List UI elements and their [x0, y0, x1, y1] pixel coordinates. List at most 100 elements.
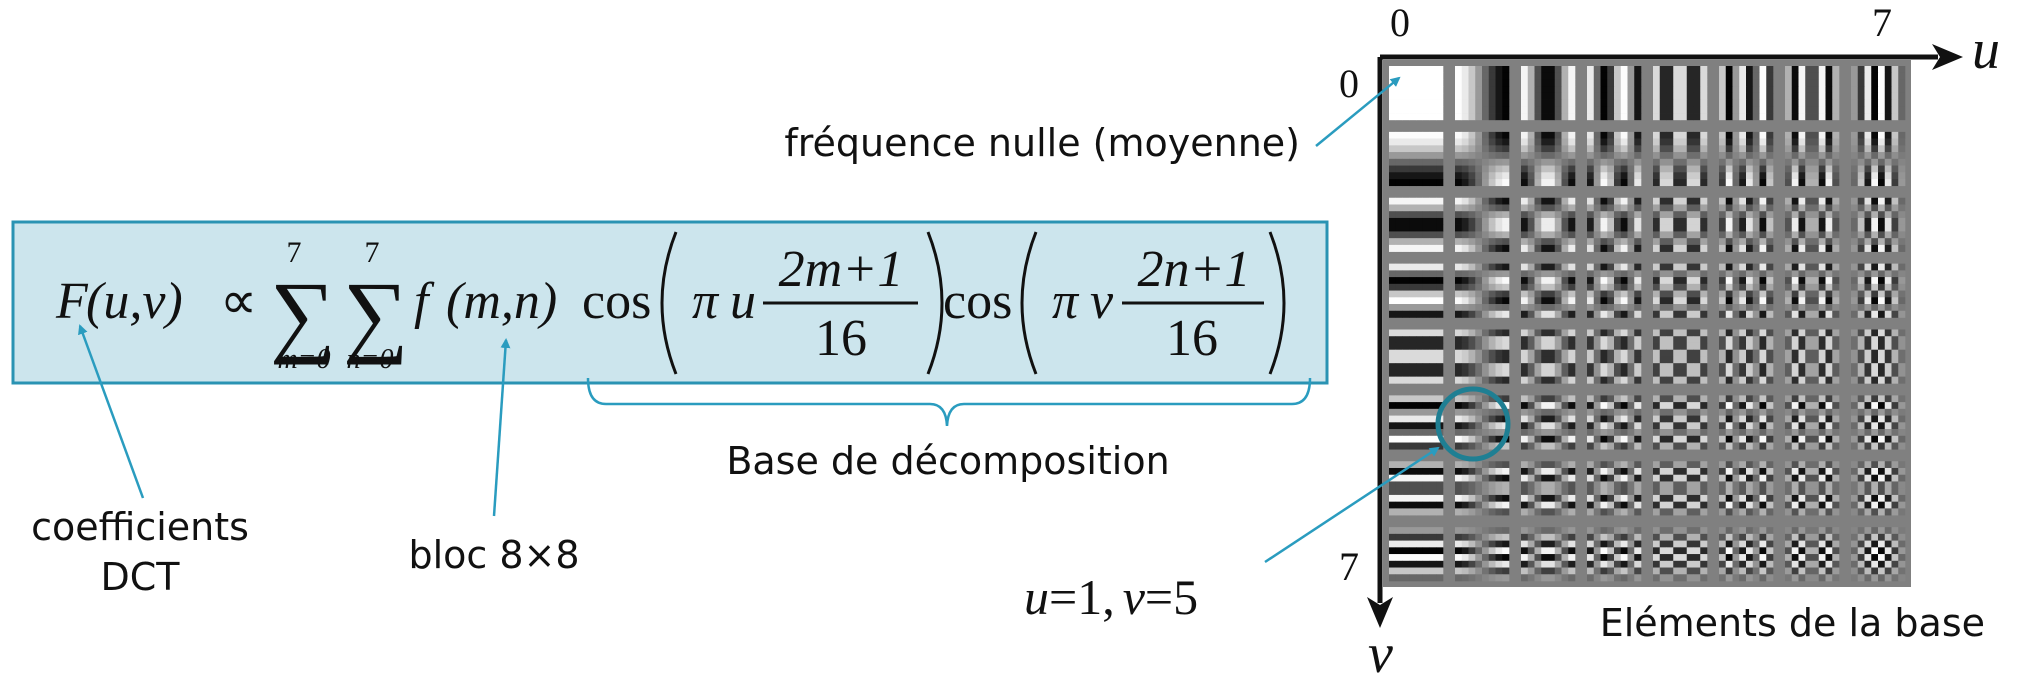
basis-pixel [1752, 329, 1760, 337]
basis-pixel [1653, 217, 1661, 225]
basis-pixel [1482, 263, 1490, 271]
basis-element-u6-v6 [1785, 461, 1840, 516]
basis-pixel [1455, 567, 1463, 575]
basis-pixel [1389, 92, 1397, 100]
basis-pixel [1482, 238, 1490, 246]
basis-pixel [1475, 567, 1483, 575]
basis-pixel [1429, 304, 1437, 312]
basis-pixel [1488, 547, 1496, 555]
basis-pixel [1587, 263, 1595, 271]
basis-pixel [1791, 461, 1799, 469]
basis-pixel [1409, 106, 1417, 114]
basis-pixel [1832, 217, 1840, 225]
basis-pixel [1475, 79, 1483, 87]
coefficients-arrow [78, 324, 145, 499]
basis-pixel [1541, 442, 1549, 450]
basis-pixel [1482, 138, 1490, 146]
basis-pixel [1851, 211, 1859, 219]
basis-pixel [1587, 342, 1595, 350]
basis-pixel [1436, 488, 1444, 496]
basis-pixel [1541, 560, 1549, 568]
basis-pixel [1686, 527, 1694, 535]
basis-pixel [1461, 79, 1469, 87]
basis-pixel [1812, 152, 1820, 160]
basis-pixel [1521, 277, 1529, 285]
basis-pixel [1402, 172, 1410, 180]
basis-pixel [1416, 336, 1424, 344]
basis-pixel [1719, 508, 1727, 516]
basis-pixel [1521, 238, 1529, 246]
basis-pixel [1389, 113, 1397, 121]
basis-pixel [1468, 442, 1476, 450]
basis-pixel [1468, 113, 1476, 121]
basis-pixel [1548, 165, 1556, 173]
basis-pixel [1402, 560, 1410, 568]
basis-pixel [1739, 99, 1747, 107]
basis-pixel [1593, 211, 1601, 219]
basis-pixel [1832, 435, 1840, 443]
basis-pixel [1752, 508, 1760, 516]
basis-pixel [1495, 211, 1503, 219]
basis-pixel [1759, 224, 1767, 232]
basis-pixel [1389, 217, 1397, 225]
basis-pixel [1884, 99, 1892, 107]
basis-pixel [1416, 481, 1424, 489]
basis-pixel [1627, 131, 1635, 139]
basis-pixel [1593, 560, 1601, 568]
basis-pixel [1798, 342, 1806, 350]
basis-pixel [1548, 172, 1556, 180]
basis-pixel [1389, 547, 1397, 555]
basis-pixel [1851, 310, 1859, 318]
basis-pixel [1389, 442, 1397, 450]
basis-pixel [1825, 270, 1833, 278]
basis-pixel [1693, 179, 1701, 187]
basis-pixel [1825, 224, 1833, 232]
basis-pixel [1832, 86, 1840, 94]
basis-pixel [1857, 422, 1865, 430]
basis-pixel [1395, 501, 1403, 509]
basis-pixel [1666, 356, 1674, 364]
basis-pixel [1659, 336, 1667, 344]
basis-pixel [1759, 283, 1767, 291]
formula-lhs: F [55, 273, 89, 330]
basis-pixel [1548, 508, 1556, 516]
basis-pixel [1600, 72, 1608, 80]
basis-pixel [1659, 79, 1667, 87]
basis-pixel [1620, 244, 1628, 252]
basis-pixel [1766, 501, 1774, 509]
basis-pixel [1436, 238, 1444, 246]
basis-pixel [1468, 270, 1476, 278]
basis-pixel [1468, 369, 1476, 377]
basis-pixel [1614, 567, 1622, 575]
basis-pixel [1825, 501, 1833, 509]
basis-pixel [1805, 277, 1813, 285]
basis-pixel [1521, 408, 1529, 416]
basis-pixel [1600, 165, 1608, 173]
basis-pixel [1805, 527, 1813, 535]
basis-pixel [1488, 145, 1496, 153]
basis-pixel [1739, 540, 1747, 548]
basis-pixel [1422, 106, 1430, 114]
basis-pixel [1680, 481, 1688, 489]
basis-pixel [1495, 508, 1503, 516]
basis-pixel [1653, 474, 1661, 482]
basis-pixel [1818, 106, 1826, 114]
basis-pixel [1561, 224, 1569, 232]
basis-pixel [1541, 329, 1549, 337]
basis-pixel [1805, 336, 1813, 344]
basis-pixel [1700, 113, 1708, 121]
basis-pixel [1475, 270, 1483, 278]
basis-pixel [1798, 402, 1806, 410]
basis-pixel [1700, 376, 1708, 384]
basis-pixel [1791, 408, 1799, 416]
basis-pixel [1832, 92, 1840, 100]
basis-pixel [1634, 402, 1642, 410]
basis-pixel [1878, 99, 1886, 107]
basis-pixel [1825, 336, 1833, 344]
basis-pixel [1409, 494, 1417, 502]
basis-pixel [1673, 106, 1681, 114]
basis-pixel [1429, 179, 1437, 187]
basis-pixel [1455, 369, 1463, 377]
example-v-eq: =5 [1145, 569, 1198, 625]
basis-pixel [1746, 349, 1754, 357]
